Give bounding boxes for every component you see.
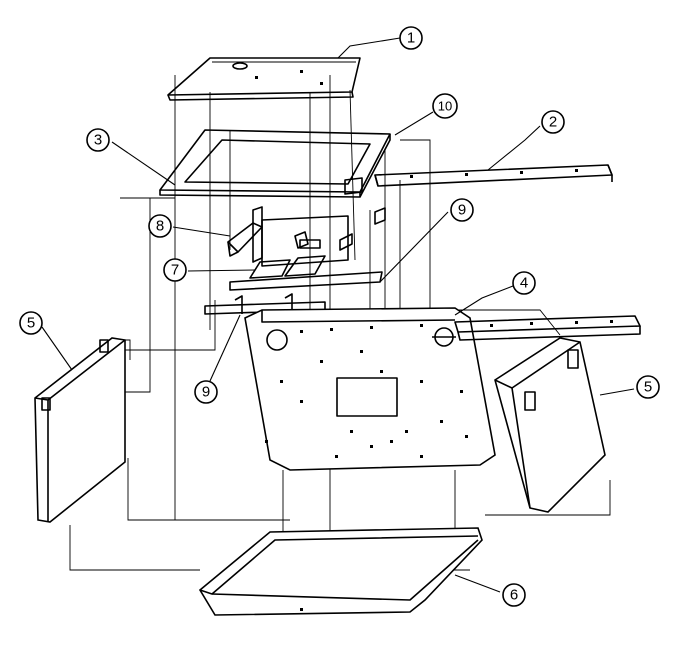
callout-9-left: 9 xyxy=(194,380,218,404)
part-5-right-side-panel xyxy=(494,337,606,513)
callout-label: 9 xyxy=(458,202,466,219)
part-8-burner xyxy=(227,206,263,263)
callout-label: 4 xyxy=(520,275,528,292)
callout-2: 2 xyxy=(541,110,565,134)
callout-label: 5 xyxy=(27,315,35,332)
callout-label: 5 xyxy=(644,379,652,396)
callout-label: 6 xyxy=(510,587,518,604)
callout-9-right: 9 xyxy=(450,198,474,222)
part-2-rail xyxy=(374,164,613,187)
panel-holes xyxy=(265,324,468,458)
leader-lines xyxy=(41,37,635,593)
callout-5-right: 5 xyxy=(636,375,660,399)
callout-4: 4 xyxy=(512,271,536,295)
callout-label: 7 xyxy=(171,262,179,279)
callout-10: 10 xyxy=(432,93,458,119)
callout-5-left: 5 xyxy=(19,311,43,335)
callout-label: 2 xyxy=(549,114,557,131)
part-3-frame xyxy=(159,129,391,198)
part-6-bottom-tray xyxy=(198,527,483,616)
callout-label: 8 xyxy=(156,218,164,235)
part-5-left-side-panel xyxy=(34,337,126,523)
callout-label: 3 xyxy=(94,132,102,149)
callouts: 1 2 3 4 5 5 6 7 xyxy=(19,26,660,607)
part-1-top-cover xyxy=(167,57,361,101)
part-4-rail xyxy=(454,315,641,341)
callout-label: 10 xyxy=(438,99,452,114)
callout-label: 1 xyxy=(407,30,415,47)
callout-label: 9 xyxy=(202,384,210,401)
part-7-burner-tray xyxy=(229,207,386,291)
part-10-bracket xyxy=(344,177,363,195)
callout-3: 3 xyxy=(86,128,110,152)
callout-6: 6 xyxy=(502,583,526,607)
main-back-panel xyxy=(244,307,496,471)
callout-8: 8 xyxy=(148,214,172,238)
callout-1: 1 xyxy=(399,26,423,50)
callout-7: 7 xyxy=(163,258,187,282)
